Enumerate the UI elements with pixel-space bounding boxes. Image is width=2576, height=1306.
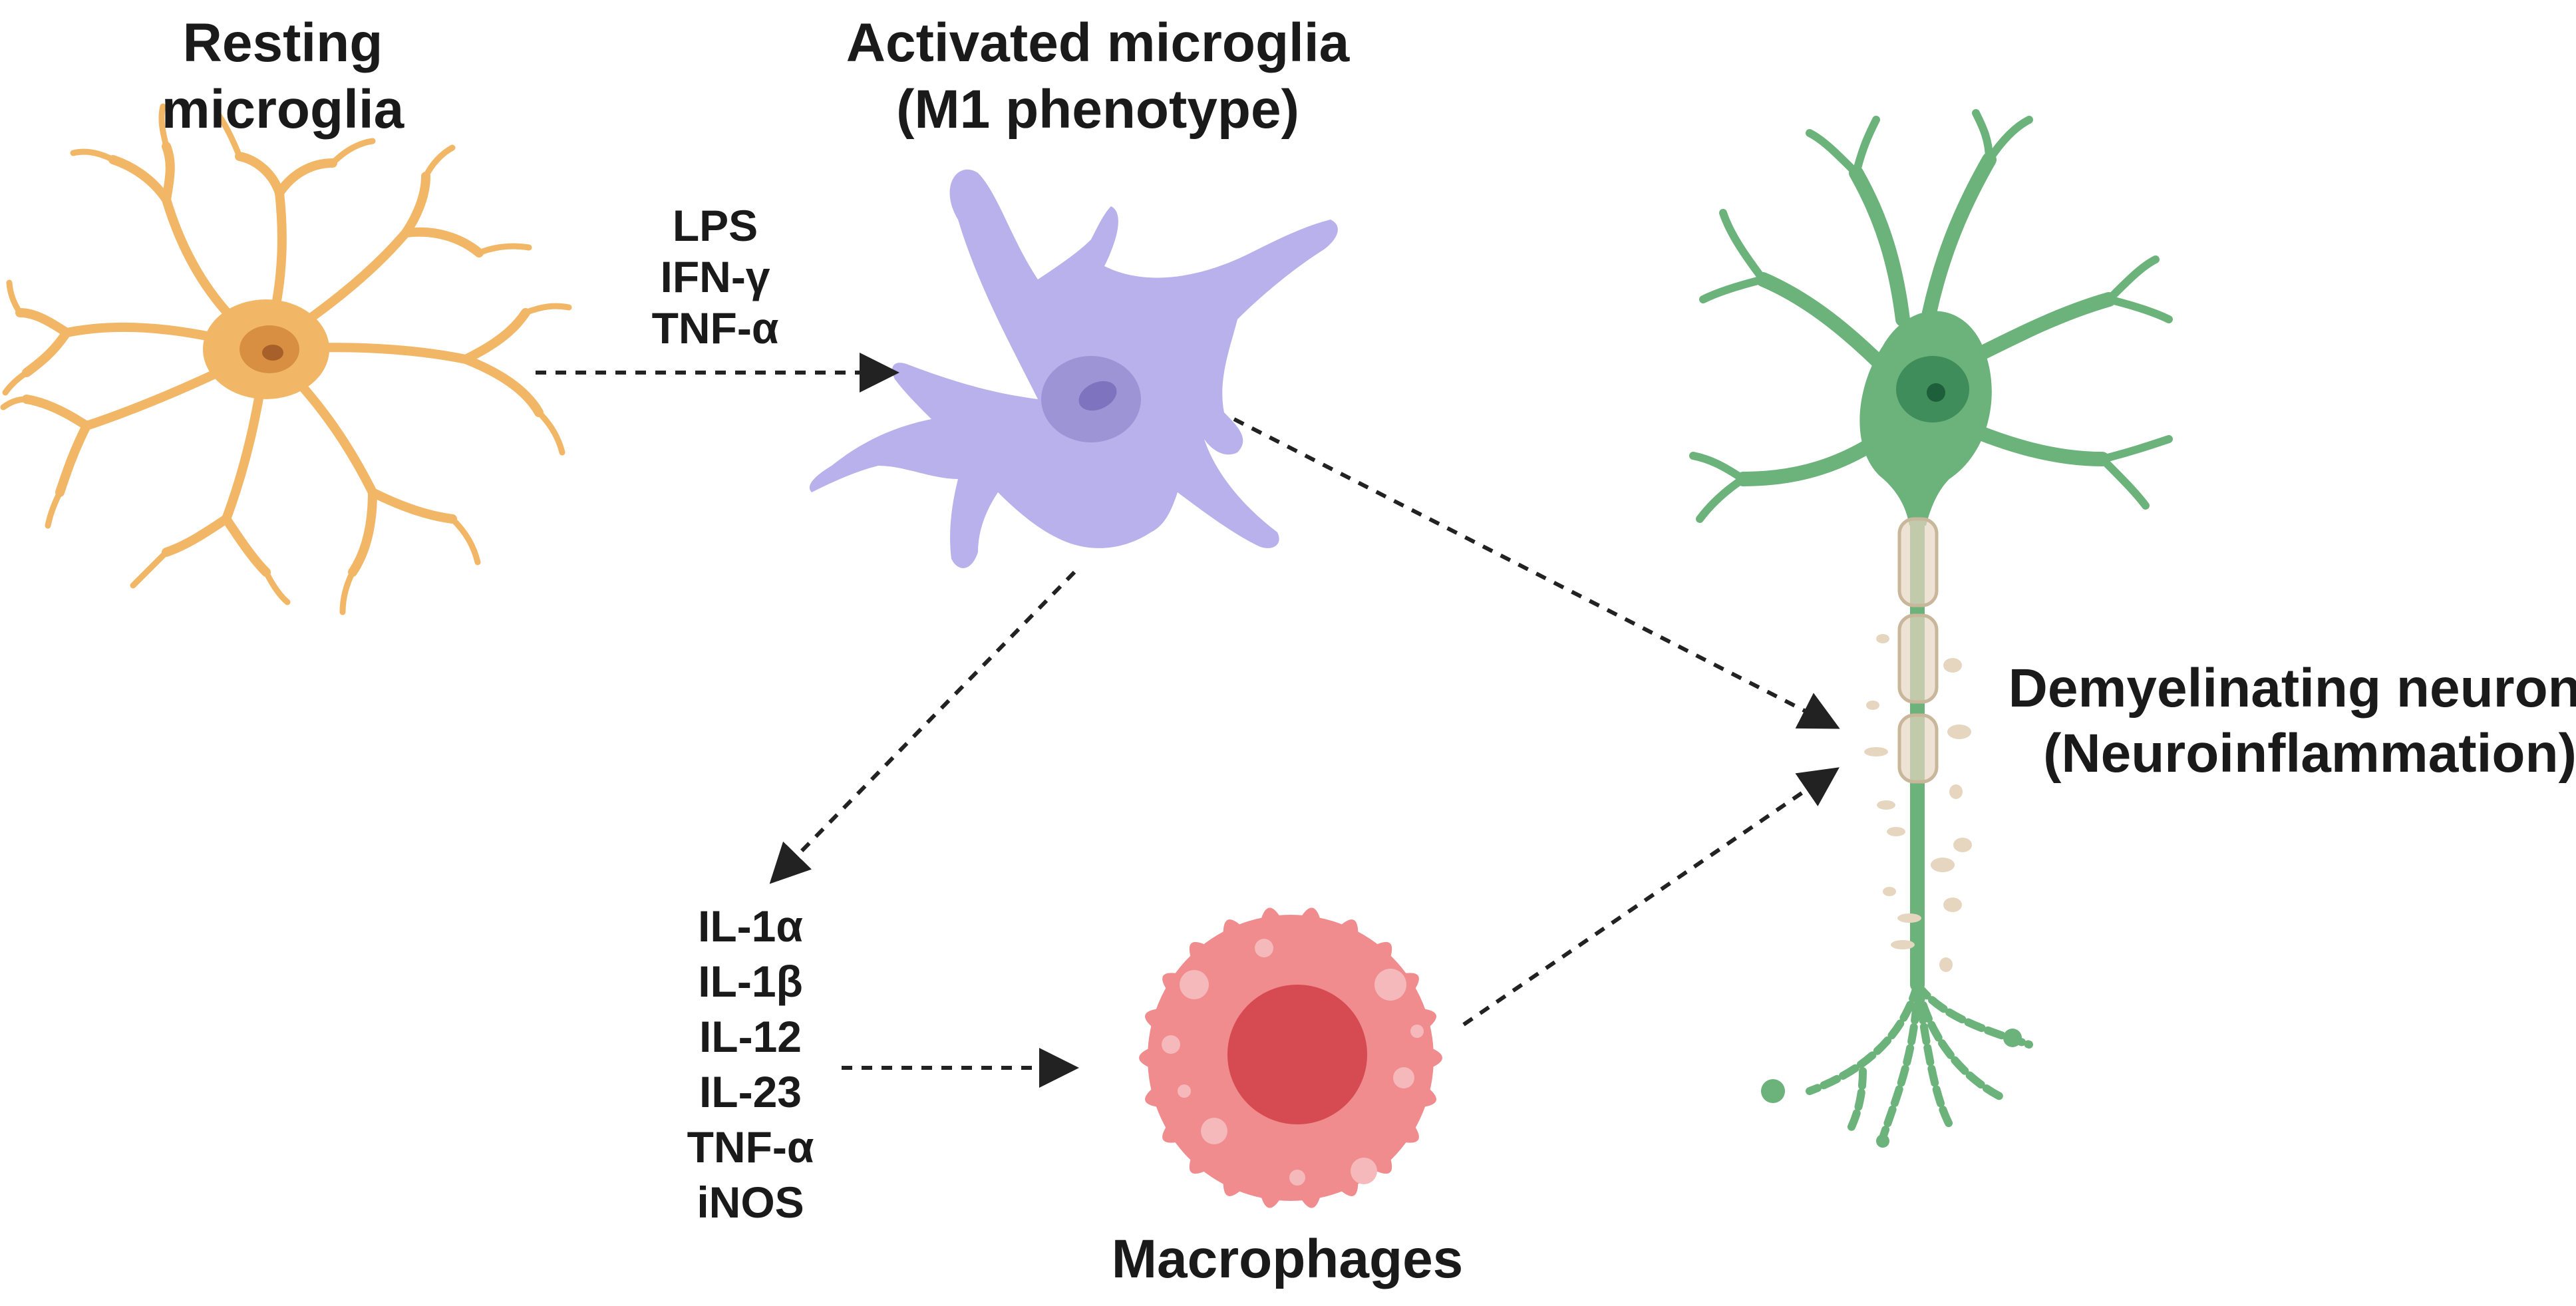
stimulus-label-1: IFN-γ: [661, 252, 770, 301]
demyelinating-neuron-icon: [1689, 109, 2173, 1148]
myelin-debris: [1943, 658, 1962, 673]
myelin-debris: [1887, 827, 1905, 836]
myelin-debris: [1897, 913, 1921, 923]
macrophages-label: Macrophages: [1112, 1229, 1464, 1289]
cytokine-label-3: IL-23: [699, 1067, 802, 1116]
activated-microglia-label-line1: Activated microglia: [846, 13, 1351, 73]
myelin-debris: [1943, 898, 1962, 912]
activated-microglia-label-line2: (M1 phenotype): [896, 79, 1299, 140]
myelin-debris: [1883, 887, 1896, 896]
neurons-label-line2: (Neuroinflammation): [2043, 723, 2576, 784]
cytokine-label-2: IL-12: [699, 1012, 802, 1061]
resting-microglia-soma: [203, 299, 329, 399]
cytokine-label-5: iNOS: [697, 1178, 804, 1227]
myelin-debris: [1876, 634, 1889, 643]
arrow-activated-to-cytokines: [769, 570, 1076, 884]
myelin-debris: [1877, 800, 1895, 810]
myelin-debris: [1947, 725, 1971, 739]
cytokine-label-1: IL-1β: [698, 957, 803, 1006]
resting-microglia-icon: [0, 103, 572, 615]
resting-microglia-label-line1: Resting: [183, 13, 383, 73]
stimulus-label-0: LPS: [673, 201, 758, 250]
cytokine-label-0: IL-1α: [698, 901, 803, 951]
myelin-debris: [1931, 858, 1955, 872]
arrow-activated-to-neurons: [1233, 417, 1840, 729]
myelin-debris: [1953, 838, 1972, 852]
activated-microglia-icon: [809, 169, 1338, 568]
arrow-macrophages-to-neurons: [1462, 767, 1840, 1027]
myelin-debris: [1866, 701, 1879, 710]
macrophage-icon: [1139, 907, 1442, 1208]
myelin-debris: [1864, 747, 1888, 756]
myelin-debris: [1939, 957, 1953, 972]
neurons-label-line1: Demyelinating neurons: [2009, 658, 2576, 719]
cytokine-label-4: TNF-α: [687, 1122, 814, 1172]
resting-microglia-label-line2: microglia: [162, 79, 405, 140]
myelin-debris: [1949, 784, 1963, 799]
myelin-debris: [1891, 940, 1915, 949]
stimulus-label-2: TNF-α: [652, 303, 779, 353]
